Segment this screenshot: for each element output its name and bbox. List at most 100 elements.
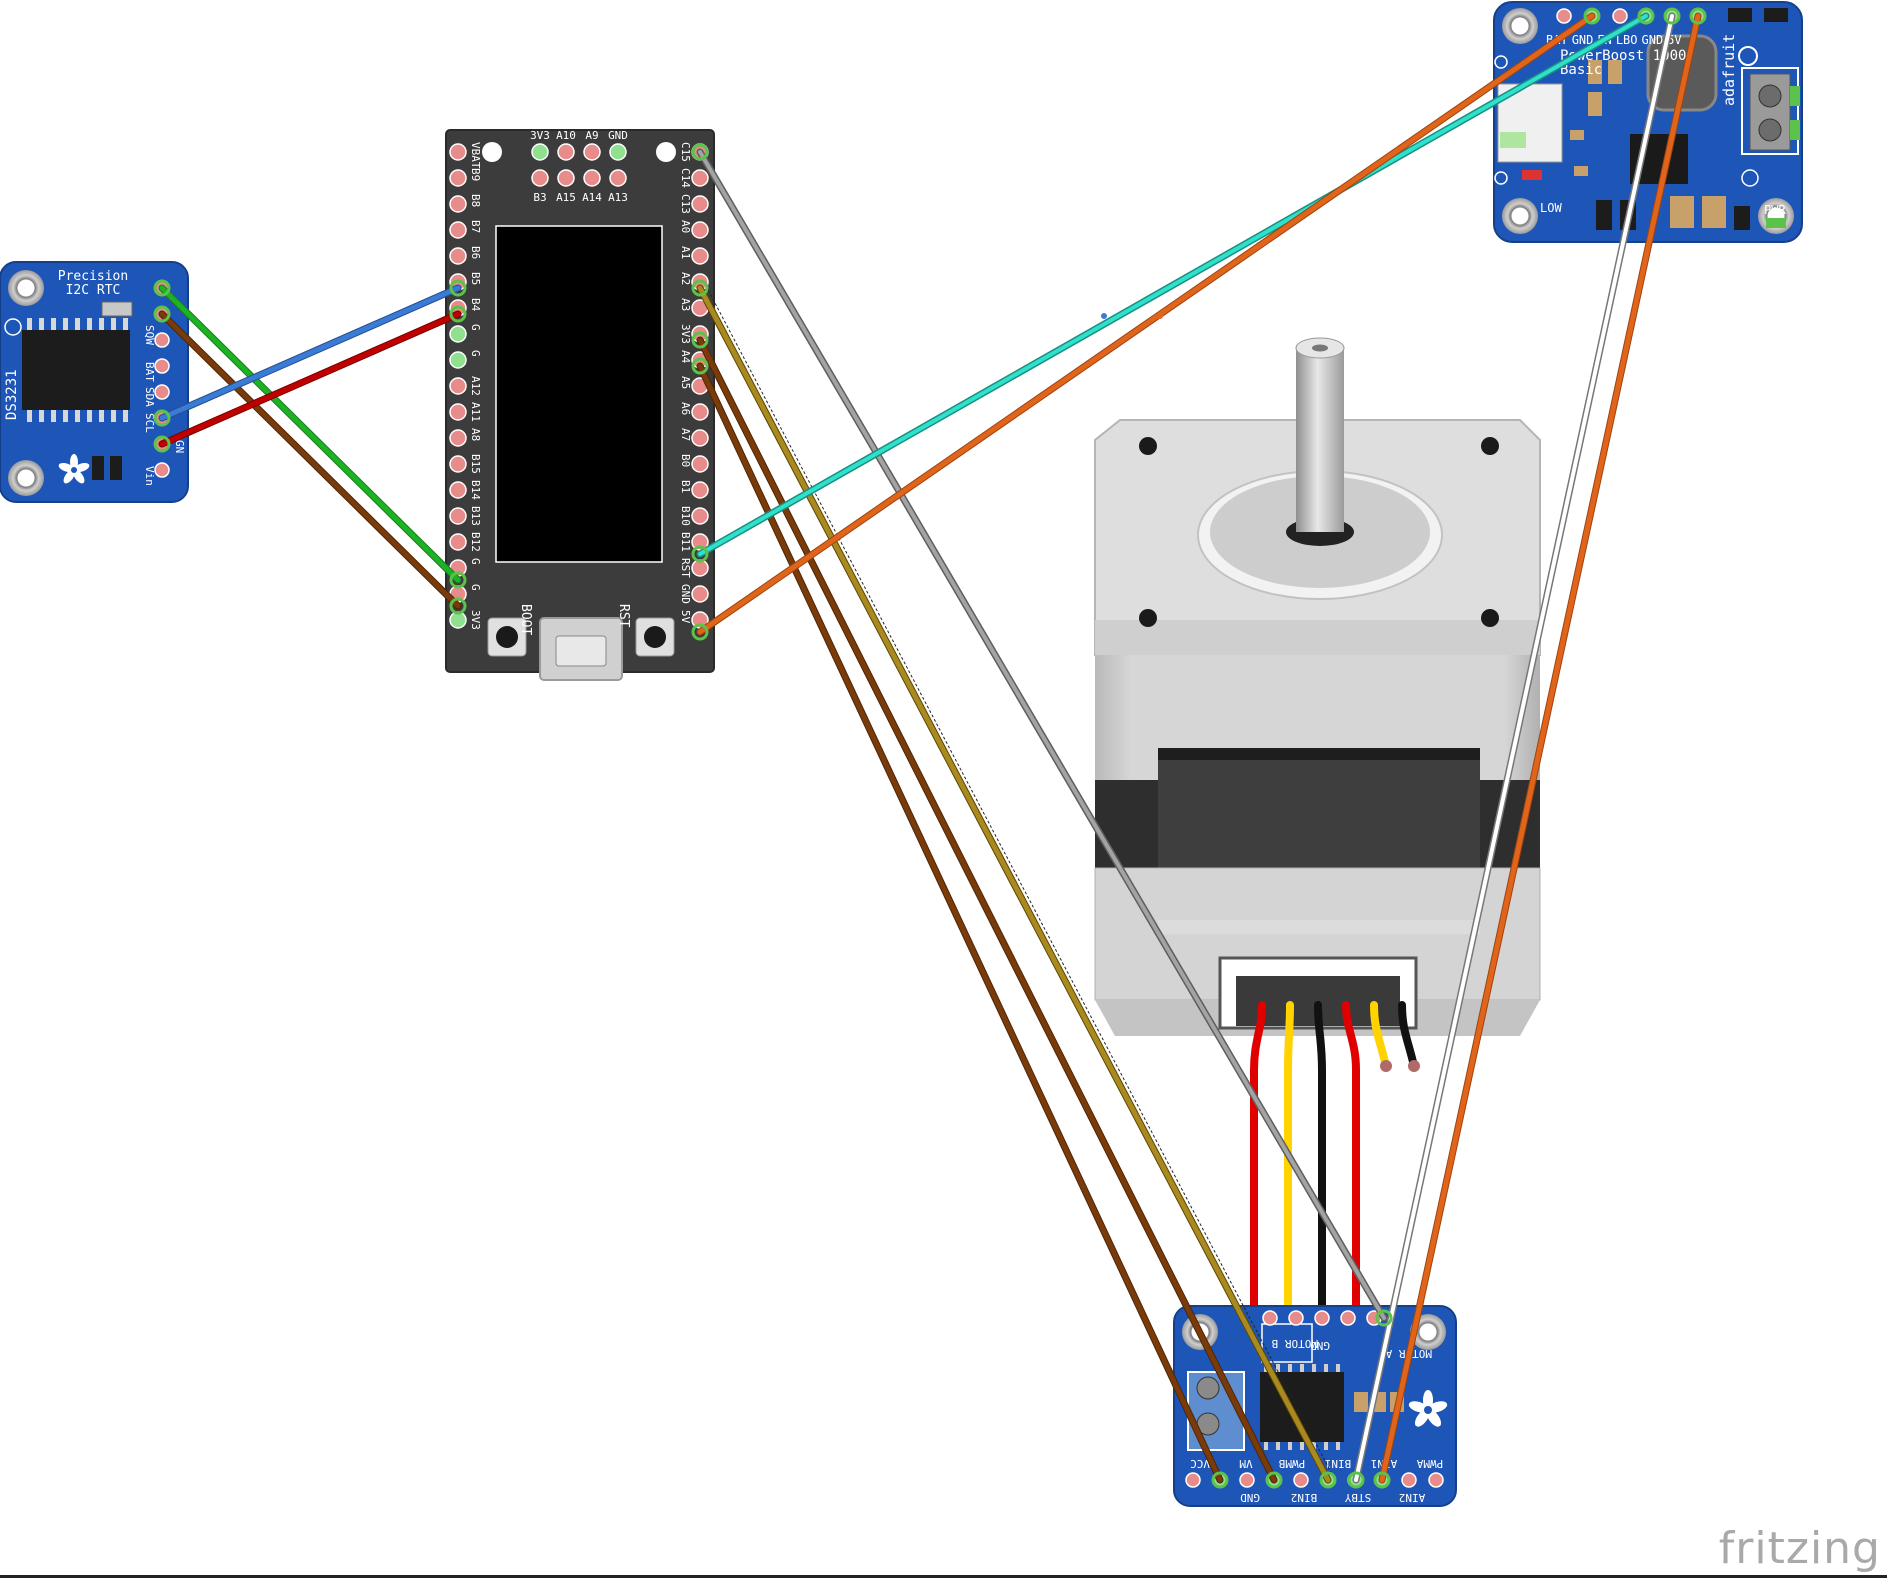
mcu-left-pin-header: VBATB9B8B7B6B5B4GGA12A11A8B15B14B13B12GG… (449, 142, 482, 630)
mcu-pin-label: B0 (679, 454, 692, 467)
drv-pin-bin2 (1293, 1472, 1309, 1488)
wire-cyan (696, 12, 1650, 558)
rtc-chip-label: DS3231 (4, 369, 20, 420)
stepper-motor (1094, 337, 1541, 1322)
drv-pin-label: PWMB (1278, 1457, 1305, 1470)
rtc-board: Precision I2C RTC DS3231 SQW BAT SDA (0, 261, 189, 503)
oled-display (495, 225, 663, 563)
mcu-pin-label: C15 (679, 142, 692, 162)
mcu-top-label: A14 (582, 191, 602, 204)
mcu-pin-label: B9 (469, 168, 482, 181)
rtc-title-2: I2C RTC (66, 283, 121, 298)
mcu-pin-a11 (449, 403, 467, 421)
mcu-pin-label: A7 (679, 428, 692, 441)
motor-wire-end (1380, 1060, 1392, 1072)
mcu-pin-label: A2 (679, 272, 692, 285)
drv-pin-label: AIN2 (1399, 1491, 1426, 1504)
adafruit-flower-icon (58, 454, 90, 484)
bottom-border (0, 1575, 1887, 1578)
drv-pin-label: GND (1240, 1491, 1260, 1504)
mcu-pin-label: G (469, 324, 482, 331)
drv-pin-gnd (1239, 1472, 1255, 1488)
rtc-title-1: Precision (58, 269, 128, 284)
pb-low-label: LOW (1540, 201, 1562, 215)
mcu-pin-b1 (691, 481, 709, 499)
mcu-pin-b7 (449, 221, 467, 239)
reset-button[interactable] (635, 617, 675, 657)
pb-name-2: Basic (1560, 62, 1602, 78)
mcu-pin-label: 5V (679, 610, 692, 624)
motor-wire (1284, 1001, 1294, 1322)
motor-wire-end (1408, 1060, 1420, 1072)
rst-label: RST (616, 604, 631, 628)
mcu-pin-b14 (449, 481, 467, 499)
mcu-pin-g (449, 325, 467, 343)
mcu-pin-label: B1 (679, 480, 692, 493)
rtc-pin-label: BAT (143, 362, 156, 382)
mounting-hole (1502, 8, 1538, 44)
mcu-pin-b9 (449, 169, 467, 187)
mcu-pin-label: B6 (469, 246, 482, 259)
mcu-pin-label: B11 (679, 532, 692, 552)
mcu-pin-a0 (691, 221, 709, 239)
drv-pin-label: BIN2 (1291, 1491, 1318, 1504)
drv-pin-label: BIN1 (1325, 1457, 1352, 1470)
mcu-pin-label: A8 (469, 428, 482, 441)
wire-brown-2 (696, 336, 1278, 1484)
mcu-pin-label: A12 (469, 376, 482, 396)
mcu-pin-label: G (469, 558, 482, 565)
mcu-pin-label: B12 (469, 532, 482, 552)
wire-green (158, 284, 462, 584)
wire-brown-3 (696, 362, 1224, 1484)
mcu-top-label: B3 (533, 191, 546, 204)
drv-pin-ain2 (1401, 1472, 1417, 1488)
mcu-pin-label: A0 (679, 220, 692, 233)
motor-wire (1398, 1001, 1418, 1070)
wire-olive (696, 284, 1332, 1484)
drv-pin-pwma (1428, 1472, 1444, 1488)
rtc-pin-label: SQW (143, 325, 156, 345)
drv-pin-label: PWMA (1416, 1457, 1443, 1470)
wire-red (158, 310, 462, 448)
mcu-pin-b6 (449, 247, 467, 265)
mcu-pin-b13 (449, 507, 467, 525)
mcu-pin-vbat (449, 143, 467, 161)
mcu-top-label: GND (608, 129, 628, 142)
mcu-pin-c13 (691, 195, 709, 213)
boot-button[interactable] (487, 617, 527, 657)
mcu-board: BOOT RST 3V3 A10 A9 GND B3 A15 A14 A13 V… (445, 129, 715, 681)
mcu-top-label: A13 (608, 191, 628, 204)
mcu-pin-label: 3V3 (469, 610, 482, 630)
mcu-pin-label: A11 (469, 402, 482, 422)
mcu-pin-label: VBAT (469, 142, 482, 169)
mcu-pin-b0 (691, 455, 709, 473)
drv-label-motorb: MOTOR B (1271, 1337, 1318, 1350)
mcu-pin-c14 (691, 169, 709, 187)
mcu-pin-label: B4 (469, 298, 482, 312)
mcu-pin-label: A5 (679, 376, 692, 389)
mcu-pin-label: B10 (679, 506, 692, 526)
mcu-top-label: A15 (556, 191, 576, 204)
mcu-pin-label: A1 (679, 246, 692, 259)
rtc-pin-label: SCL (143, 413, 156, 433)
mcu-pin-label: B14 (469, 480, 482, 500)
adafruit-flower-icon (1408, 1390, 1448, 1427)
motor-wire (1342, 1001, 1360, 1322)
wire-orange-2 (1378, 12, 1702, 1484)
wire-gray (696, 148, 1388, 1322)
wire-endpoints (153, 7, 1707, 1489)
mcu-pin-g (449, 351, 467, 369)
motor-wire (1250, 1001, 1266, 1322)
mcu-pin-a8 (449, 429, 467, 447)
pb-name: PowerBoost 1000 (1560, 48, 1686, 64)
pb-pwr-label: PWR (1764, 203, 1786, 217)
mcu-pin-label: A6 (679, 402, 692, 415)
mcu-pin-label: B7 (469, 220, 482, 233)
rtc-chip (22, 330, 130, 410)
mounting-hole (1502, 198, 1538, 234)
mcu-top-label: A10 (556, 129, 576, 142)
drv-pin-vcc (1185, 1472, 1201, 1488)
mcu-pin-b10 (691, 507, 709, 525)
